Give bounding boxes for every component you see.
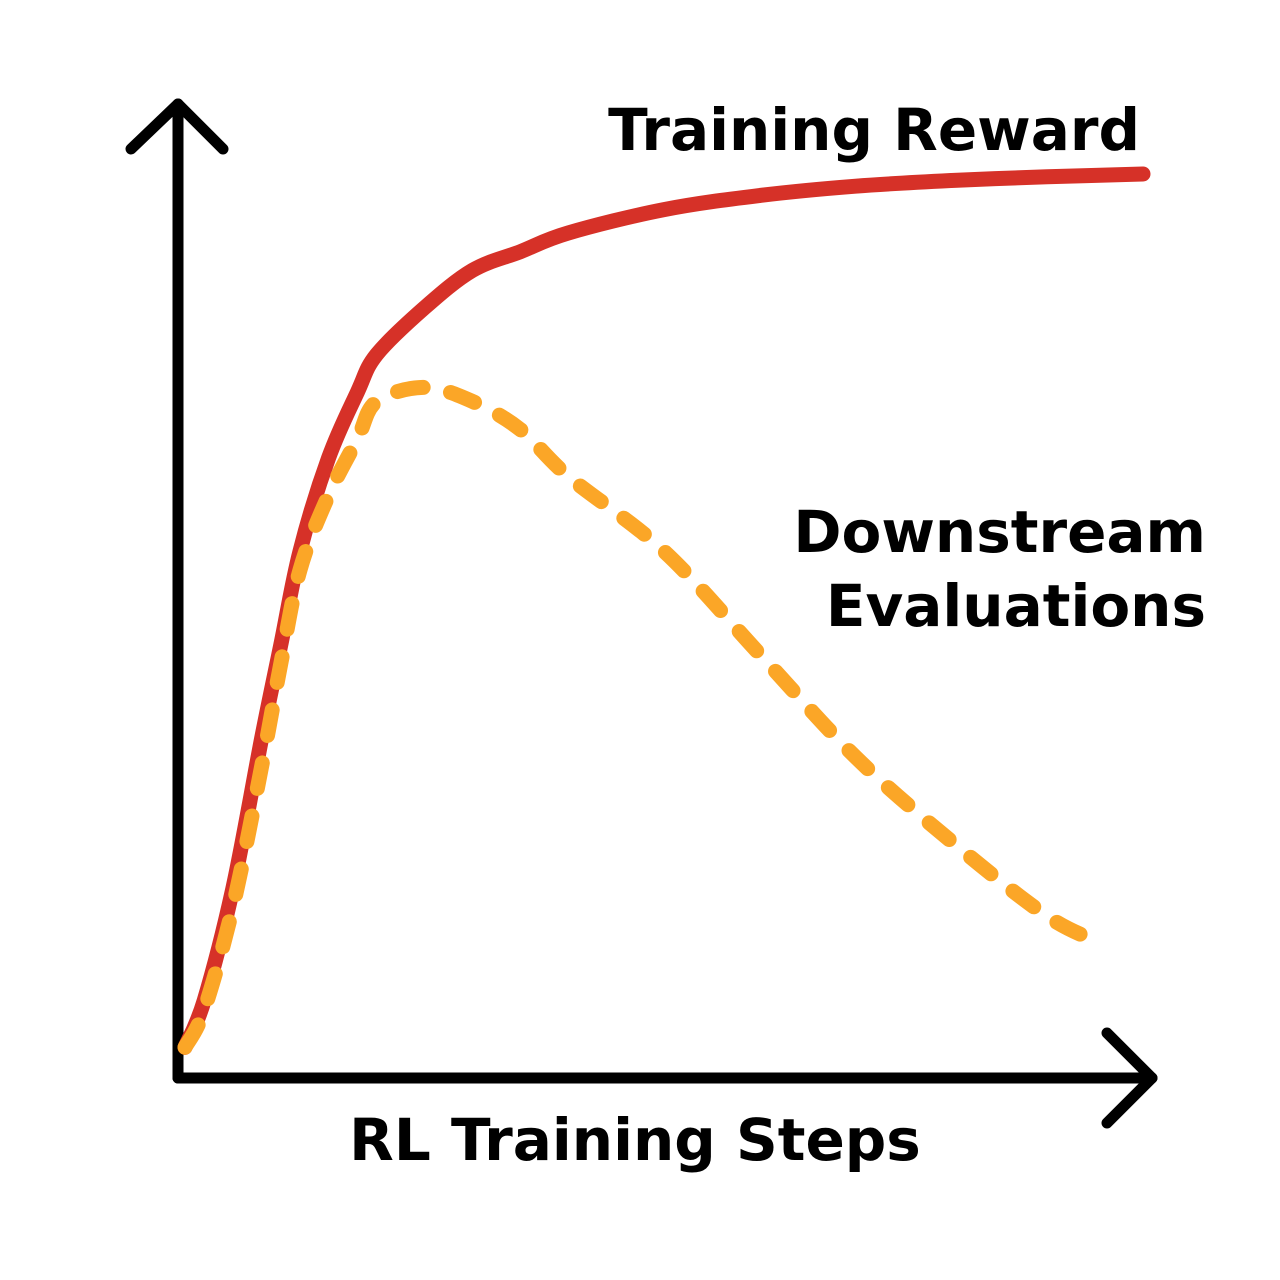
x-axis-label: RL Training Steps	[349, 1106, 921, 1174]
x-axis-arrowhead	[1101, 1027, 1158, 1129]
series-label-training-reward: Training Reward	[608, 96, 1140, 164]
axes	[125, 98, 1158, 1129]
series-label-downstream-line1: Downstream	[793, 498, 1206, 566]
series-layer	[177, 166, 1151, 1055]
series-label-downstream-line2: Evaluations	[826, 572, 1206, 640]
series-line-downstream-evaluations	[177, 379, 1113, 1055]
y-axis-arrowhead	[125, 98, 229, 155]
